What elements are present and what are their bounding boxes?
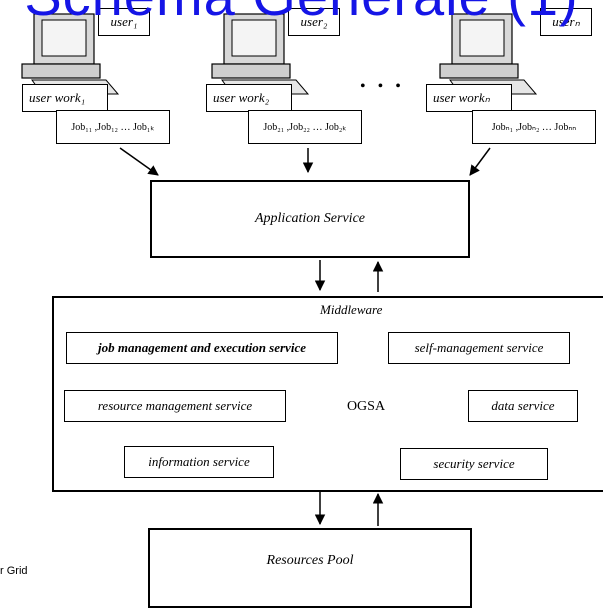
- computer-icon: [439, 13, 538, 95]
- user-1-label: user₁: [98, 8, 150, 36]
- resource-management-service: resource management service: [64, 390, 286, 422]
- resources-pool-box: Resources Pool: [148, 528, 472, 608]
- security-service: security service: [400, 448, 548, 480]
- data-service: data service: [468, 390, 578, 422]
- user-2-label: user₂: [288, 8, 340, 36]
- jobs-1: Job₁₁ ,Job₁₂ … Job₁ₖ: [56, 110, 170, 144]
- application-service-box: Application Service: [150, 180, 470, 258]
- resources-pool-label: Resources Pool: [266, 553, 354, 568]
- job-management-service: job management and execution service: [66, 332, 338, 364]
- user-n-label: userₙ: [540, 8, 592, 36]
- user-work-n: user workₙ: [426, 84, 512, 112]
- self-management-service: self-management service: [388, 332, 570, 364]
- user-work-2: user work₂: [206, 84, 292, 112]
- information-service: information service: [124, 446, 274, 478]
- jobs-n: Jobₙ₁ ,Jobₙ₂ … Jobₙₙ: [472, 110, 596, 144]
- caption-text: r Grid: [0, 565, 28, 577]
- ogsa-label: OGSA: [346, 399, 386, 414]
- slide-title: Schema Generale (1): [0, 0, 603, 24]
- user-work-1: user work₁: [22, 84, 108, 112]
- more-users-ellipsis: • • •: [360, 78, 405, 95]
- middleware-label: Middleware: [320, 302, 383, 317]
- application-service-label: Application Service: [254, 211, 366, 226]
- jobs-2: Job₂₁ ,Job₂₂ … Job₂ₖ: [248, 110, 362, 144]
